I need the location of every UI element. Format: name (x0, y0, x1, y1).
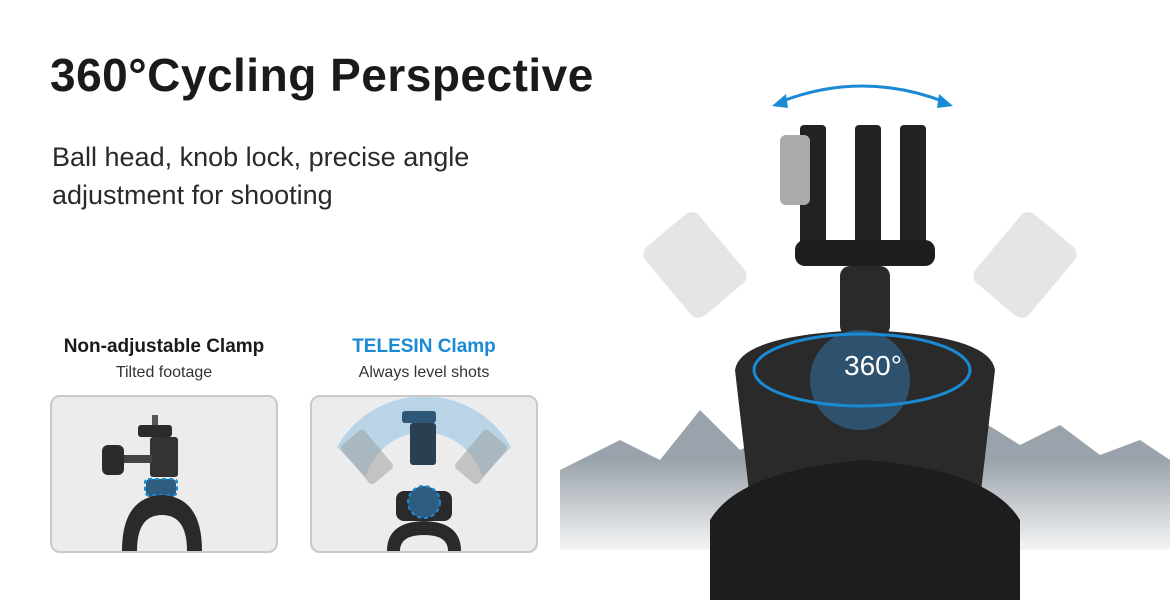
clamp-illustration (337, 397, 511, 551)
telesin-clamp-image (310, 395, 538, 553)
clamp-illustration (102, 415, 202, 551)
hero-product-image: 360° (540, 80, 1170, 600)
comparison-non-adjustable: Non-adjustable Clamp Tilted footage (50, 336, 278, 382)
non-adjustable-clamp-image (50, 395, 278, 553)
comparison-title: Non-adjustable Clamp (63, 336, 265, 357)
arc-arrow-icon (772, 84, 953, 108)
comparison-caption: Tilted footage (115, 364, 213, 381)
comparison-caption: Always level shots (358, 364, 490, 381)
subtitle: Ball head, knob lock, precise angle adju… (52, 142, 470, 210)
comparison-title: TELESIN Clamp (352, 336, 496, 357)
ball-head-mount-illustration (540, 84, 1170, 600)
comparison-telesin: TELESIN Clamp Always level shots (310, 336, 538, 382)
rotation-label: 360° (844, 350, 902, 381)
page-title: 360°Cycling Perspective (50, 49, 594, 101)
